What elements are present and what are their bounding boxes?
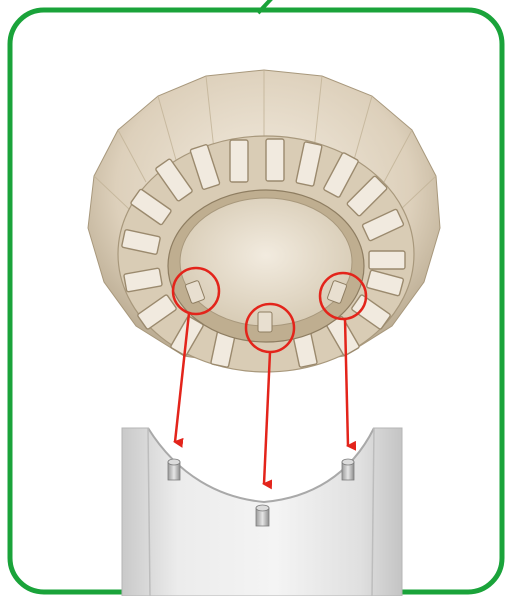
tube-part — [122, 428, 402, 596]
cap-part — [88, 70, 440, 372]
cap-inner-floor — [180, 198, 352, 326]
tube-peg-left — [168, 459, 180, 480]
tube-peg-center — [256, 505, 269, 526]
tube-peg-right — [342, 459, 354, 480]
